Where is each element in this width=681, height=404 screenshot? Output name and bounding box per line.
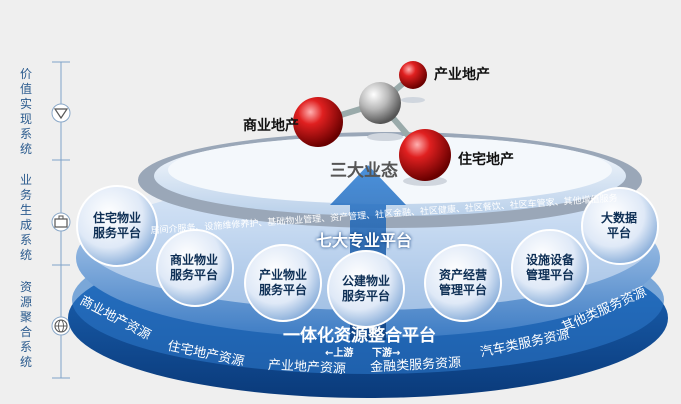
platform-label-4: 公建物业服务平台: [341, 274, 390, 303]
base-layer-title: 一体化资源整合平台: [283, 326, 436, 346]
node-commercial: [293, 97, 343, 147]
resource-industrial: 产业地产资源: [267, 357, 347, 378]
platform-label-2: 商业物业服务平台: [169, 253, 218, 282]
side-system-resource: 资源聚合系统: [19, 280, 32, 369]
platform-circles: [76, 185, 659, 328]
downstream-label: 下游→: [372, 348, 401, 359]
platform-label-1: 住宅物业服务平台: [92, 211, 141, 240]
platform-label-5: 资产经营管理平台: [438, 268, 487, 297]
side-system-business: 业务生成系统: [19, 173, 32, 262]
upstream-label: ←上游: [325, 348, 354, 359]
node-industrial: [399, 61, 427, 89]
platform-label-6: 设施设备管理平台: [525, 253, 574, 282]
platform-circle-5: [424, 244, 502, 322]
platform-circle-6: [511, 229, 589, 307]
molecule-hub: [359, 82, 401, 124]
platform-circle-2: [156, 229, 234, 307]
globe-icon: [51, 316, 71, 336]
briefcase-icon: [51, 212, 71, 232]
top-layer-title: 三大业态: [330, 161, 398, 181]
node-label-residential: 住宅地产: [458, 152, 514, 168]
platform-circle-3: [244, 244, 322, 322]
platform-circle-1: [76, 185, 158, 267]
platform-circle-4: [327, 250, 405, 328]
platform-circle-7: [581, 187, 659, 265]
platform-label-7: 大数据平台: [600, 211, 637, 240]
shield-down-icon: [51, 103, 71, 123]
platform-label-3: 产业物业服务平台: [258, 268, 307, 297]
node-residential: [399, 129, 451, 181]
node-label-commercial: 商业地产: [243, 118, 299, 134]
side-system-value: 价值实现系统: [19, 67, 32, 156]
node-label-industrial: 产业地产: [434, 67, 490, 83]
middle-layer-title: 七大专业平台: [316, 231, 413, 250]
